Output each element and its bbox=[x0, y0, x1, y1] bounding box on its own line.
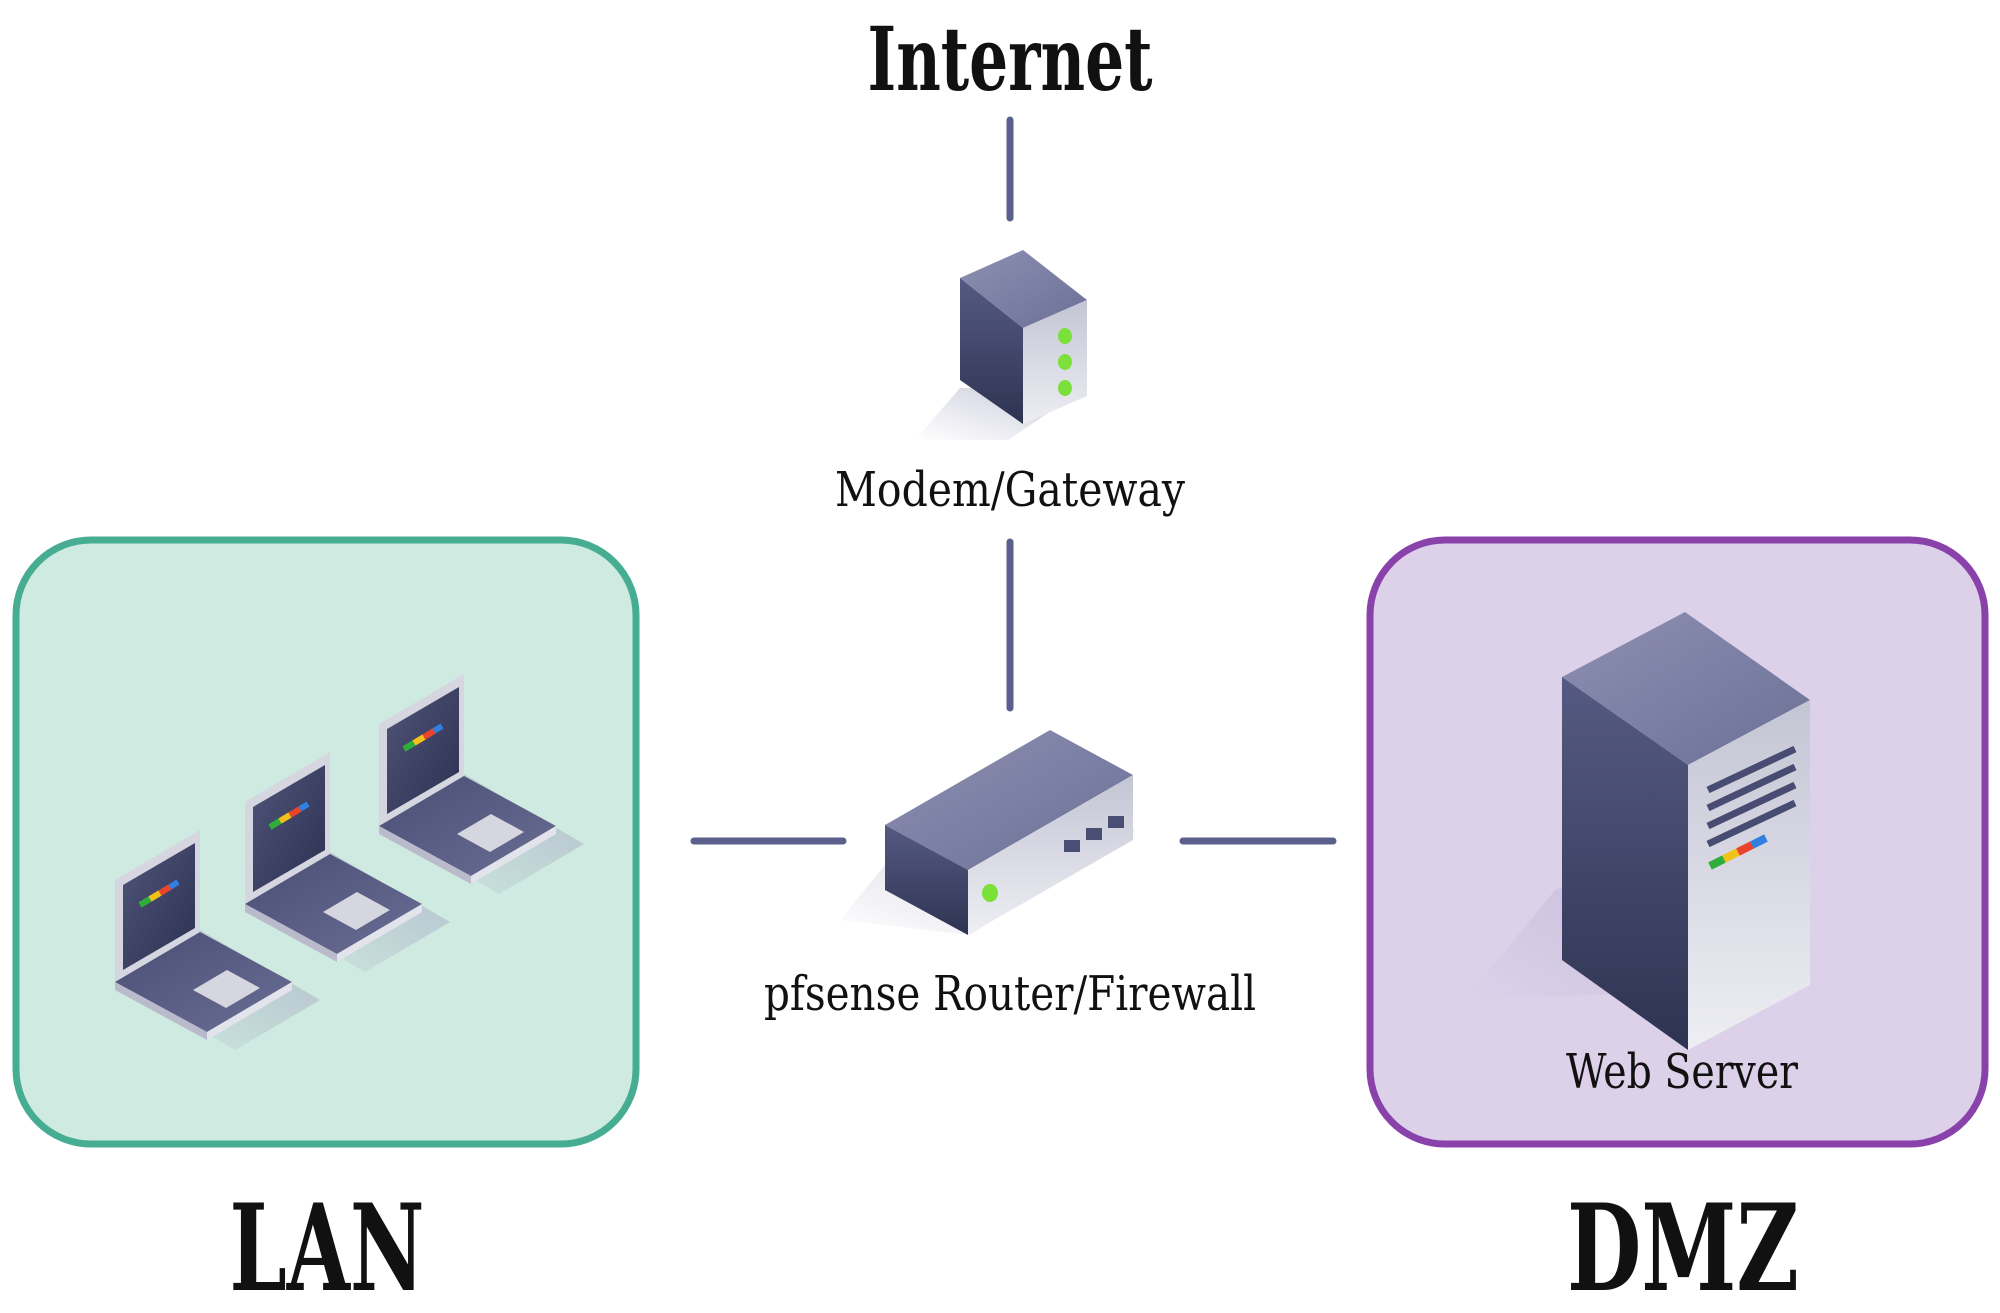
internet-label: Internet bbox=[868, 7, 1153, 111]
lan-label: LAN bbox=[230, 1178, 425, 1313]
laptop-icon bbox=[115, 830, 320, 1050]
router-label: pfsense Router/Firewall bbox=[764, 966, 1256, 1022]
dmz-label: DMZ bbox=[1567, 1178, 1799, 1313]
router-icon bbox=[840, 730, 1135, 935]
laptop-icon bbox=[245, 752, 450, 972]
modem-icon bbox=[915, 250, 1087, 440]
web-server-label: Web Server bbox=[1566, 1044, 1798, 1100]
server-icon bbox=[1465, 612, 1810, 1050]
laptop-icon bbox=[379, 674, 584, 894]
modem-label: Modem/Gateway bbox=[835, 462, 1185, 518]
